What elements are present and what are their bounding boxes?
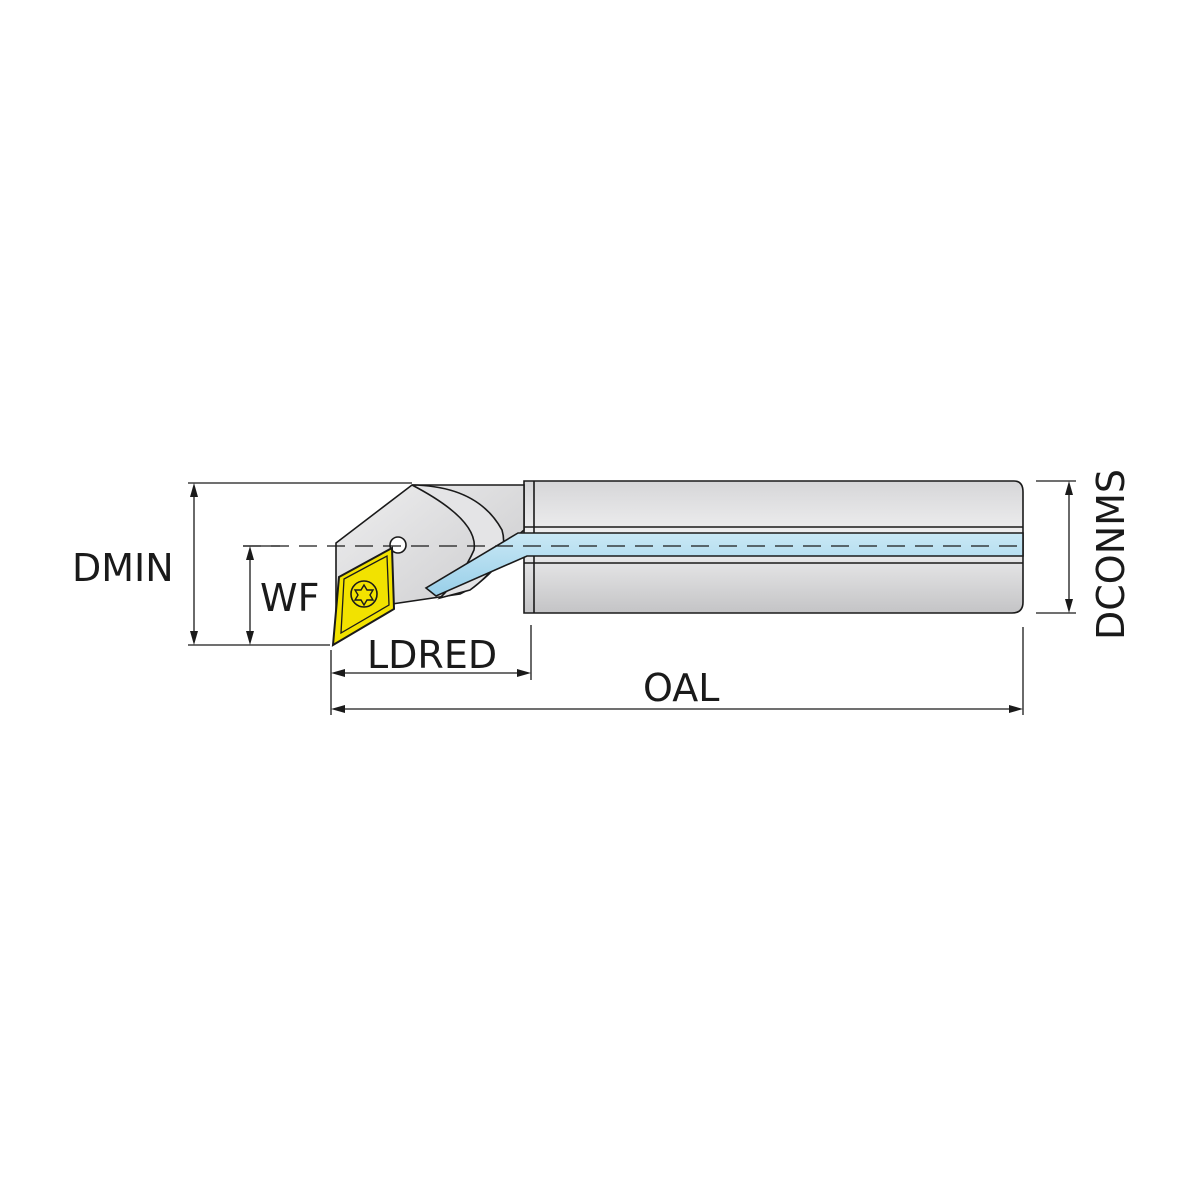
wf-label: WF — [260, 576, 319, 620]
dmin-label: DMIN — [72, 546, 174, 590]
screw-hole — [389, 536, 407, 554]
torx-star-icon — [353, 583, 375, 607]
tool-body — [335, 480, 1024, 632]
dconms-label: DCONMS — [1089, 469, 1133, 640]
dimensions — [188, 480, 1076, 715]
insert-inner-face — [340, 554, 390, 635]
insert — [331, 546, 396, 647]
coolant-channel — [424, 532, 1024, 597]
oal-label: OAL — [643, 666, 719, 710]
ldred-label: LDRED — [367, 633, 497, 677]
